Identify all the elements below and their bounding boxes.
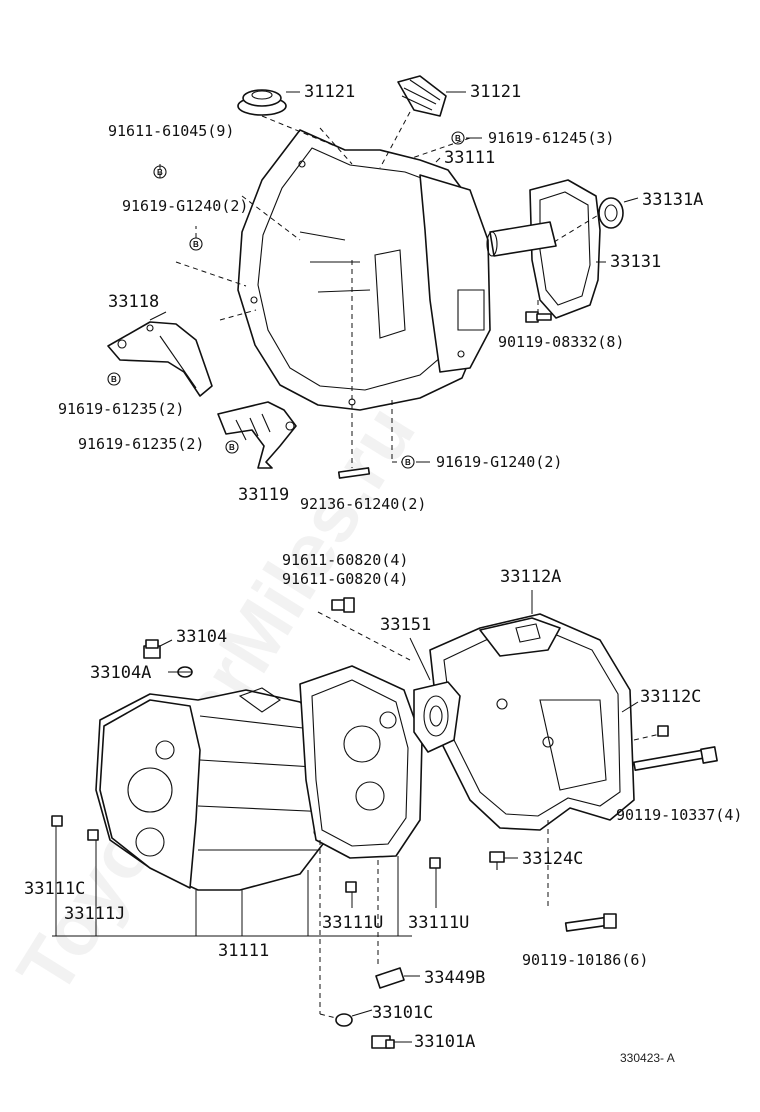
label-33118: 33118 [108, 292, 159, 312]
svg-text:B: B [111, 375, 117, 384]
label-33131: 33131 [610, 252, 661, 272]
label-33104: 33104 [176, 627, 227, 647]
transmission-case-31111 [95, 687, 335, 891]
bolt-marker-91619-61235-a: B [107, 372, 121, 386]
bolt-marker-91619-G1240-b: B [401, 455, 415, 469]
bolt-marker-91619-G1240-a: B [189, 237, 203, 251]
svg-text:B: B [193, 240, 199, 249]
bracket-33118 [107, 321, 213, 397]
label-91619-G1240-a: 91619-G1240(2) [122, 197, 248, 215]
label-33151: 33151 [380, 615, 431, 635]
bearing-retainer-33131 [486, 179, 601, 319]
label-91611-61045: 91611-61045(9) [108, 122, 234, 140]
bolt-90119-08332 [525, 311, 552, 323]
label-33101C: 33101C [372, 1003, 433, 1023]
label-90119-08332: 90119-08332(8) [498, 333, 624, 351]
label-91619-G1240-b: 91619-G1240(2) [436, 453, 562, 471]
label-33111J: 33111J [64, 904, 125, 924]
pin-33111C [51, 815, 63, 827]
label-33124C: 33124C [522, 849, 583, 869]
label-31121-left: 31121 [304, 82, 355, 102]
clutch-housing-33111 [237, 129, 491, 411]
svg-text:B: B [157, 168, 163, 177]
label-91619-61245: 91619-61245(3) [488, 129, 614, 147]
bolt-90119-10186 [564, 913, 617, 932]
label-90119-10337: 90119-10337(4) [616, 806, 742, 824]
label-91619-61235-a: 91619-61235(2) [58, 400, 184, 418]
label-33111U-b: 33111U [408, 913, 469, 933]
label-31111: 31111 [218, 941, 269, 961]
label-91619-61235-b: 91619-61235(2) [78, 435, 204, 453]
label-33449B: 33449B [424, 968, 485, 988]
label-33104A: 33104A [90, 663, 151, 683]
bracket-33119 [217, 401, 297, 469]
label-33111: 33111 [444, 148, 495, 168]
intermediate-plate [299, 665, 423, 859]
pin-33111J [87, 829, 99, 841]
plug-33104 [143, 639, 161, 659]
label-33111U-a: 33111U [322, 913, 383, 933]
extension-housing-33112A [429, 613, 635, 831]
bearing-retainer-33151 [413, 681, 461, 753]
label-90119-10186: 90119-10186(6) [522, 951, 648, 969]
label-33119: 33119 [238, 485, 289, 505]
diagram-reference-id: 330423- A [620, 1051, 675, 1065]
boot-31121-left [237, 89, 287, 116]
bolt-90119-10337 [633, 746, 718, 771]
plug-33101A [371, 1035, 395, 1049]
lower-leader-lines [52, 590, 661, 1043]
svg-text:B: B [229, 443, 235, 452]
label-31121-right: 31121 [470, 82, 521, 102]
stud-92136-61240 [337, 467, 371, 479]
pin-33111U-a [345, 881, 357, 893]
svg-text:B: B [455, 134, 461, 143]
label-92136-61240: 92136-61240(2) [300, 495, 426, 513]
upper-leader-lines [149, 91, 639, 468]
label-33112C: 33112C [640, 687, 701, 707]
breather-33124C [489, 851, 505, 870]
pin-33111U-b [429, 857, 441, 869]
label-33112A: 33112A [500, 567, 561, 587]
boot-31121-right [397, 75, 447, 117]
bolt-marker-91619-61235-b: B [225, 440, 239, 454]
label-33101A: 33101A [414, 1032, 475, 1052]
svg-text:B: B [405, 458, 411, 467]
label-91611-G0820: 91611-G0820(4) [282, 570, 408, 588]
gasket-33101C [335, 1013, 353, 1027]
label-33131A: 33131A [642, 190, 703, 210]
magnet-33449B [375, 967, 405, 989]
bolt-91611-60820 [331, 597, 355, 613]
pin-33112C [657, 725, 669, 737]
oil-seal-33131A [598, 197, 624, 229]
label-33111C: 33111C [24, 879, 85, 899]
label-91611-60820: 91611-60820(4) [282, 551, 408, 569]
